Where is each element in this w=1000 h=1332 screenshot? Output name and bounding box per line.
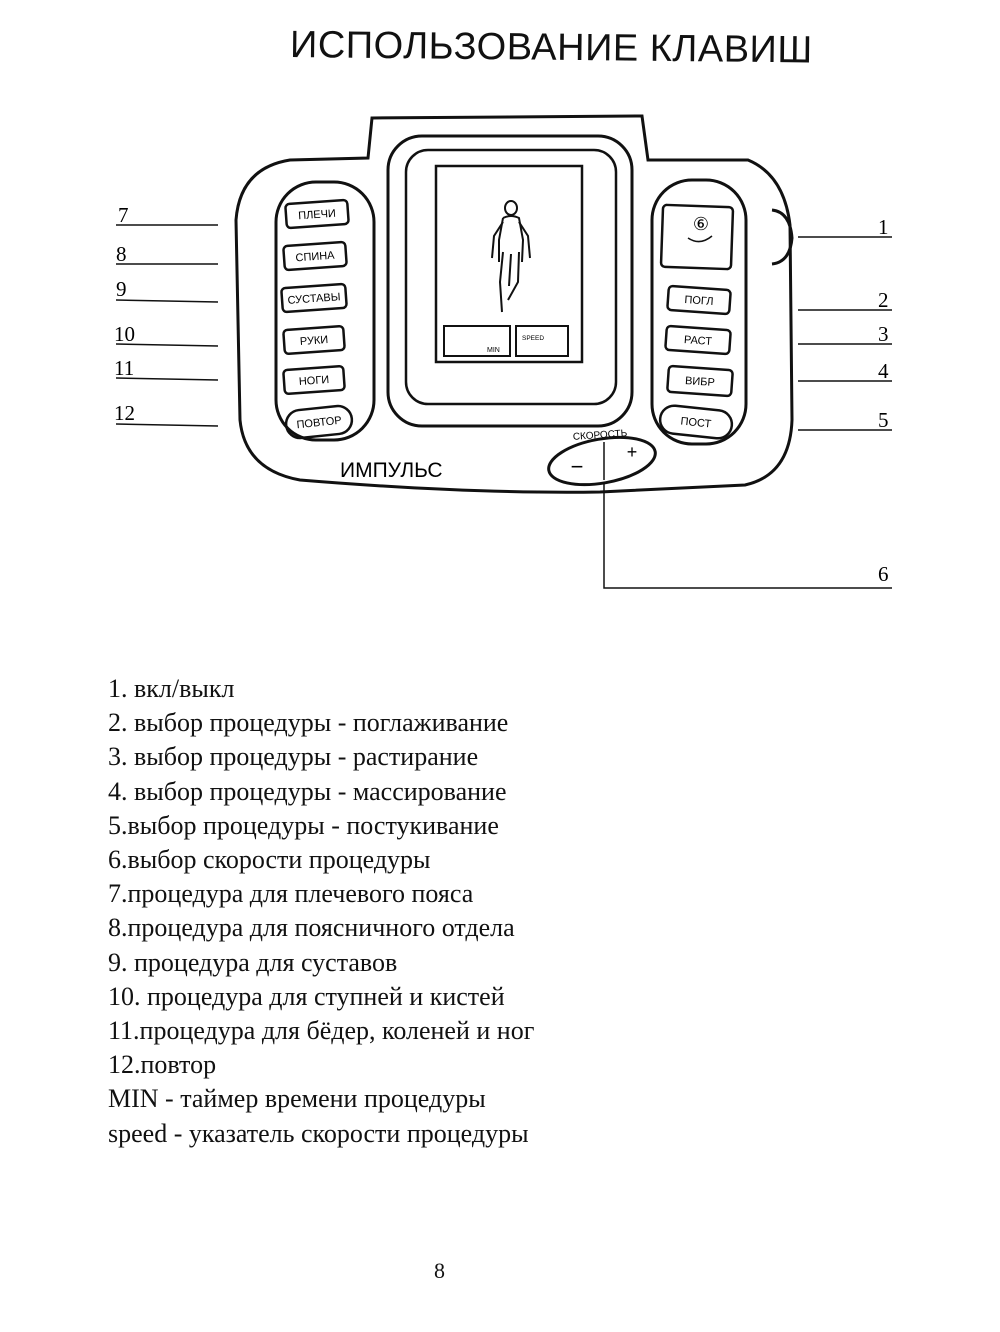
joints-button-label: СУСТАВЫ [287, 291, 341, 307]
stroking-button[interactable] [666, 284, 732, 316]
shoulders-button-label: ПЛЕЧИ [298, 208, 336, 223]
callout-1: 1 [878, 215, 889, 239]
description-item: 11.процедура для бёдер, коленей и ног [108, 1016, 535, 1046]
power-icon: ⑥ [693, 214, 709, 234]
stroking-button-label: ПОГЛ [684, 294, 714, 308]
device-diagram: MIN SPEED ПЛЕЧИ СПИНА СУСТАВЫ РУКИ НОГИ … [114, 114, 892, 589]
min-display [443, 325, 511, 357]
brand-name: ИМПУЛЬС [340, 459, 443, 482]
vibration-button[interactable] [666, 364, 734, 398]
left-button-panel [274, 180, 376, 442]
callout-3: 3 [878, 322, 889, 346]
callout-7: 7 [118, 203, 129, 227]
rubbing-button-label: РАСТ [684, 334, 713, 348]
speed-minus-button[interactable]: − [571, 454, 584, 479]
key-description-list: 1. вкл/выкл 2. выбор процедуры - поглажи… [108, 672, 534, 1151]
rubbing-button[interactable] [664, 324, 732, 356]
speed-display [515, 325, 569, 357]
description-item: MIN - таймер времени процедуры [108, 1084, 486, 1114]
description-item: 7.процедура для плечевого пояса [108, 879, 474, 909]
power-knob [771, 208, 794, 266]
power-wave-icon [687, 235, 713, 243]
left-callouts: 7 8 9 10 11 12 [114, 203, 219, 427]
page-number: 8 [434, 1258, 445, 1283]
callout-6: 6 [878, 562, 889, 586]
power-button[interactable] [659, 203, 735, 271]
callout-8: 8 [116, 242, 127, 266]
description-item: 1. вкл/выкл [108, 674, 235, 703]
speed-label: СКОРОСТЬ [573, 428, 629, 443]
legs-button[interactable] [282, 364, 346, 396]
repeat-button-label: ПОВТОР [296, 415, 342, 432]
lcd-screen [434, 164, 584, 364]
device-body [234, 114, 794, 494]
screen-inner-frame [404, 148, 618, 406]
arms-button-label: РУКИ [299, 334, 328, 348]
back-button[interactable] [282, 240, 348, 272]
vibration-button-label: ВИБР [685, 375, 716, 389]
right-callouts: 1 2 3 4 5 [798, 215, 892, 432]
speed-plus-button[interactable]: + [627, 442, 638, 462]
callout-5: 5 [878, 408, 889, 432]
description-item: 3. выбор процедуры - растирание [108, 742, 479, 772]
tapping-button-label: ПОСТ [680, 415, 712, 430]
callout-6-line [603, 482, 892, 589]
description-item: 8.процедура для поясничного отдела [108, 913, 515, 943]
legs-button-label: НОГИ [299, 374, 330, 388]
description-item: 2. выбор процедуры - поглаживание [108, 708, 509, 738]
callout-2: 2 [878, 288, 889, 312]
description-item: 12.повтор [108, 1050, 217, 1080]
tapping-button[interactable] [658, 404, 734, 440]
back-button-label: СПИНА [295, 250, 335, 265]
min-label: MIN [487, 347, 500, 354]
joints-button[interactable] [280, 282, 348, 314]
description-item: 6.выбор скорости процедуры [108, 845, 431, 875]
callout-10: 10 [114, 322, 135, 346]
callout-4: 4 [878, 359, 889, 383]
arms-button[interactable] [282, 324, 346, 356]
callout-9: 9 [116, 277, 127, 301]
callout-11: 11 [114, 356, 134, 380]
description-item: 4. выбор процедуры - массирование [108, 776, 507, 806]
shoulders-button[interactable] [284, 198, 350, 230]
repeat-button[interactable] [284, 404, 354, 440]
screen-bezel [386, 134, 634, 428]
human-figure-icon [491, 200, 531, 313]
speed-display-label: SPEED [522, 335, 544, 342]
description-item: 10. процедура для ступней и кистей [108, 981, 505, 1011]
description-item: speed - указатель скорости процедуры [108, 1118, 529, 1148]
right-button-panel [650, 178, 748, 446]
description-item: 9. процедура для суставов [108, 947, 398, 977]
description-item: 5.выбор процедуры - постукивание [108, 810, 499, 840]
callout-12: 12 [114, 401, 135, 425]
speed-control [547, 435, 657, 487]
